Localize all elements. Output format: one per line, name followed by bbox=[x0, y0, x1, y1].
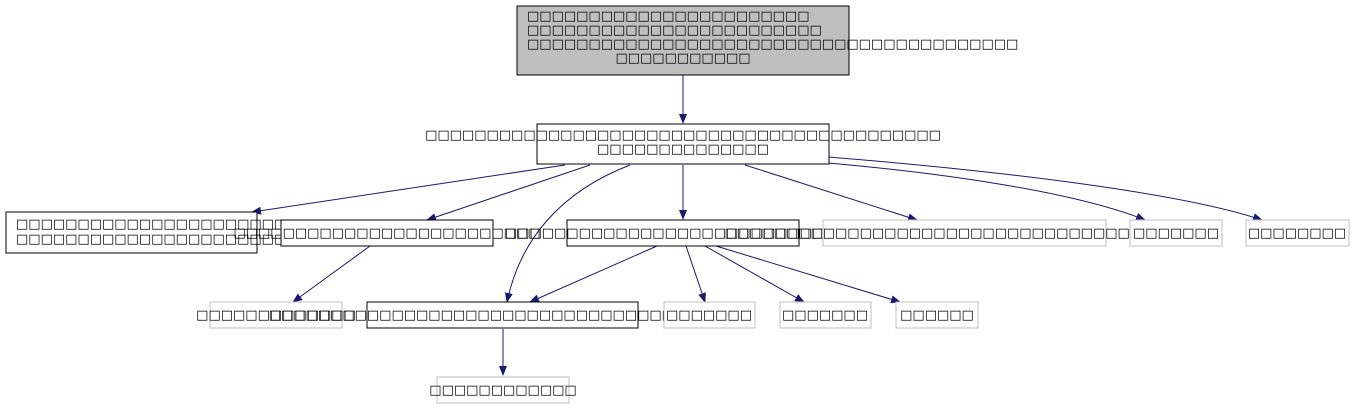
node-ext-f-label: □□□□□□ bbox=[900, 308, 974, 323]
node-leaf[interactable]: □□□□□□□□□□□□ bbox=[429, 376, 577, 404]
node-mid-left[interactable]: □□□□□□□□□□□□□□□□□□□□□□□□□ bbox=[233, 219, 541, 247]
node-hub-line-1: □□□□□□□□□□□□□□□□□□□□□□□□□□□□□□□□□□□□□□□□… bbox=[425, 128, 941, 143]
edge-center-to-lower-main bbox=[529, 245, 658, 303]
node-root-line-2: □□□□□□□□□□□□□□□□□□□□□□□□ bbox=[527, 23, 822, 38]
edge-hub-to-ext-a bbox=[827, 162, 1146, 221]
node-ext-f[interactable]: □□□□□□ bbox=[895, 301, 979, 329]
node-lower-main-label: □□□□□□□□□□□□□□□□□□□□□□□□□□□□□□□□□□□□□□ bbox=[269, 308, 736, 323]
node-mid-left-label: □□□□□□□□□□□□□□□□□□□□□□□□□ bbox=[233, 226, 540, 241]
node-root-line-1: □□□□□□□□□□□□□□□□□□□□□□□ bbox=[527, 9, 810, 24]
node-lower-main[interactable]: □□□□□□□□□□□□□□□□□□□□□□□□□□□□□□□□□□□□□□ bbox=[269, 301, 736, 329]
node-center[interactable]: □□□□□□□□□□□□□□□□□□□□□□□□□□□□□ bbox=[505, 219, 861, 247]
node-ext-b-label: □□□□□□□□ bbox=[1248, 226, 1346, 241]
node-ext-e-label: □□□□□□□ bbox=[782, 308, 868, 323]
graph-edges bbox=[251, 75, 1263, 376]
node-center-label: □□□□□□□□□□□□□□□□□□□□□□□□□□□□□ bbox=[505, 226, 861, 241]
edge-hub-to-ext-b bbox=[827, 156, 1263, 221]
edge-center-to-ext-e bbox=[704, 245, 805, 303]
edge-hub-to-ext-wide bbox=[744, 164, 918, 222]
edge-hub-to-left-double bbox=[251, 164, 566, 215]
node-hub-line-2: □□□□□□□□□□□□□□ bbox=[597, 142, 769, 157]
node-leaf-label: □□□□□□□□□□□□ bbox=[429, 383, 576, 398]
node-ext-e[interactable]: □□□□□□□ bbox=[779, 301, 872, 329]
node-left-double-line-1: □□□□□□□□□□□□□□□□□□□□□□□□□□□ bbox=[16, 217, 348, 232]
edge-center-to-ext-d bbox=[685, 245, 706, 303]
graph-nodes: □□□□□□□□□□□□□□□□□□□□□□□ □□□□□□□□□□□□□□□□… bbox=[5, 5, 1350, 404]
node-ext-a[interactable]: □□□□□□□ bbox=[1129, 219, 1223, 247]
node-ext-wide[interactable]: □□□□□□□□□□□□□□□□□□□□□□□□□□□□□□□□□□□□□□□ bbox=[724, 219, 1204, 247]
node-ext-c[interactable]: □□□□□□□□□□□□□ bbox=[196, 301, 356, 329]
edge-hub-to-mid-left bbox=[426, 164, 591, 221]
node-root-line-3: □□□□□□□□□□□□□□□□□□□□□□□□□□□□□□□□□□□□□□□□ bbox=[527, 37, 1018, 52]
node-ext-b[interactable]: □□□□□□□□ bbox=[1245, 219, 1350, 247]
edge-center-to-ext-f bbox=[715, 245, 901, 304]
edge-mid-left-to-ext-c bbox=[292, 245, 371, 303]
node-ext-d-label: □□□□□□□ bbox=[666, 308, 752, 323]
node-hub[interactable]: □□□□□□□□□□□□□□□□□□□□□□□□□□□□□□□□□□□□□□□□… bbox=[425, 123, 941, 165]
edge-hub-to-lower-main bbox=[504, 164, 631, 303]
node-root[interactable]: □□□□□□□□□□□□□□□□□□□□□□□ □□□□□□□□□□□□□□□□… bbox=[516, 5, 1018, 76]
node-root-line-4: □□□□□□□□□□□ bbox=[615, 51, 750, 66]
node-ext-d[interactable]: □□□□□□□ bbox=[663, 301, 756, 329]
node-ext-wide-label: □□□□□□□□□□□□□□□□□□□□□□□□□□□□□□□□□□□□□□□ bbox=[724, 226, 1203, 241]
node-ext-c-label: □□□□□□□□□□□□□ bbox=[196, 308, 356, 323]
node-ext-a-label: □□□□□□□ bbox=[1133, 226, 1219, 241]
